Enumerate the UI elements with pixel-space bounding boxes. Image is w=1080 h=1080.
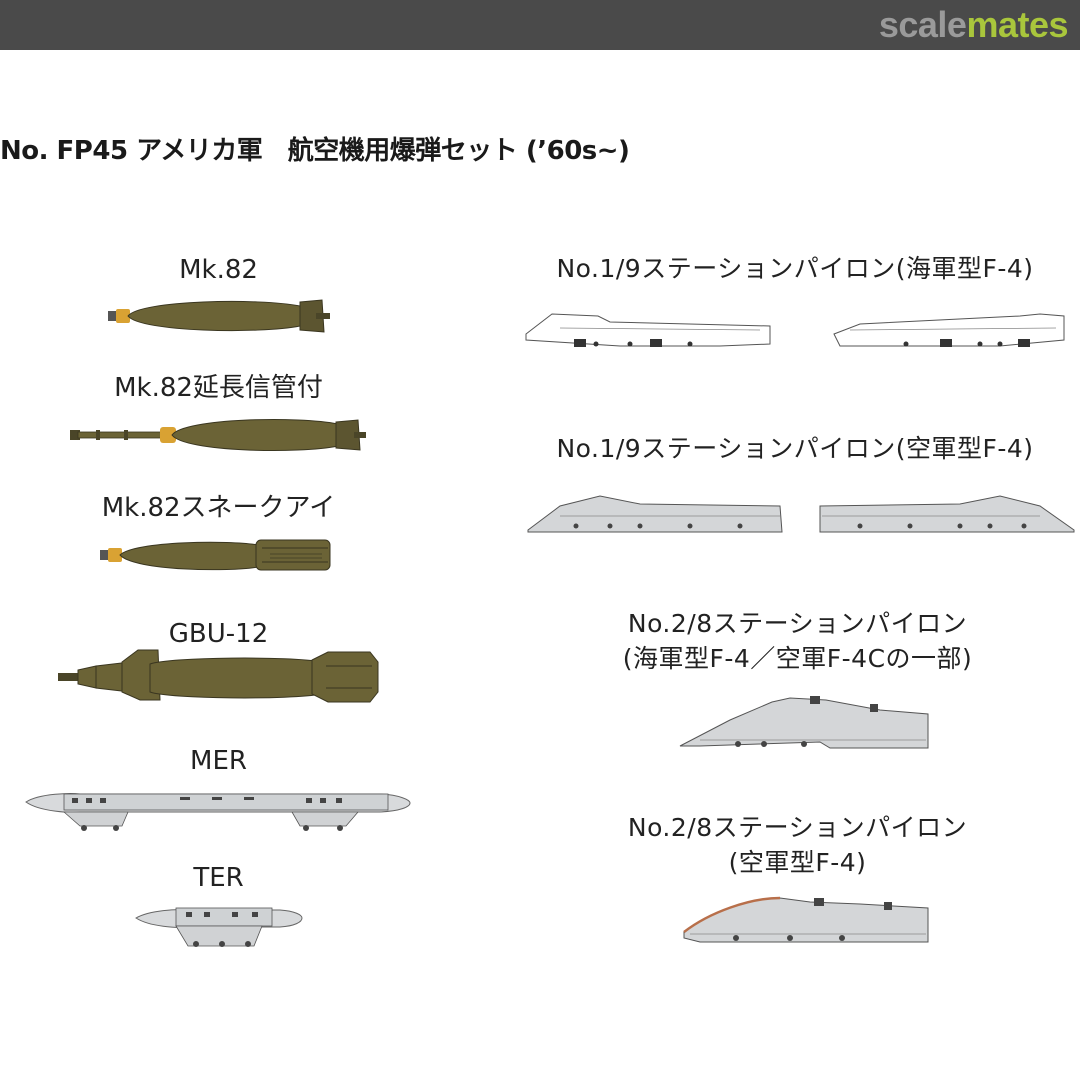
label-navy-station19-pylon: No.1/9ステーションパイロン(海軍型F-4)	[556, 254, 1034, 283]
label-mk82-snakeye: Mk.82スネークアイ	[101, 493, 336, 523]
label-gbu12: GBU-12	[168, 619, 269, 649]
logo-part-mates: mates	[966, 4, 1068, 45]
label-mk82-extended-fuze: Mk.82延長信管付	[114, 373, 323, 403]
label-navy-station28-pylon-line1: No.2/8ステーションパイロン	[627, 609, 968, 638]
label-af-station28-pylon-line1: No.2/8ステーションパイロン	[627, 813, 968, 842]
mk82-snakeye-bomb-icon	[100, 539, 331, 571]
label-af-station19-pylon: No.1/9ステーションパイロン(空軍型F-4)	[556, 434, 1034, 463]
gbu12-bomb-icon	[58, 649, 379, 703]
navy-station19-pylon-icon	[525, 313, 1065, 347]
mk82-bomb-icon	[108, 299, 330, 333]
label-ter: TER	[193, 863, 244, 893]
scalemates-logo[interactable]: scalemates	[878, 4, 1069, 46]
af-station28-pylon-icon	[683, 896, 929, 943]
logo-part-scale: scale	[878, 4, 967, 45]
label-navy-station28-pylon-line2: (海軍型F-4／空軍F-4Cの一部)	[622, 644, 973, 673]
label-af-station28-pylon-line2: (空軍型F-4)	[728, 848, 867, 877]
navy-station28-pylon-icon	[679, 696, 929, 749]
label-mer: MER	[190, 746, 247, 776]
af-station19-pylon-icon	[527, 495, 1075, 533]
header-bar: scalemates	[0, 0, 1080, 50]
page-title: No. FP45 アメリカ軍 航空機用爆弾セット (’60s~)	[0, 136, 630, 166]
label-mk82: Mk.82	[179, 255, 258, 285]
mk82-extended-fuze-bomb-icon	[70, 418, 366, 452]
mer-rack-icon	[25, 793, 411, 831]
ter-rack-icon	[135, 907, 303, 947]
